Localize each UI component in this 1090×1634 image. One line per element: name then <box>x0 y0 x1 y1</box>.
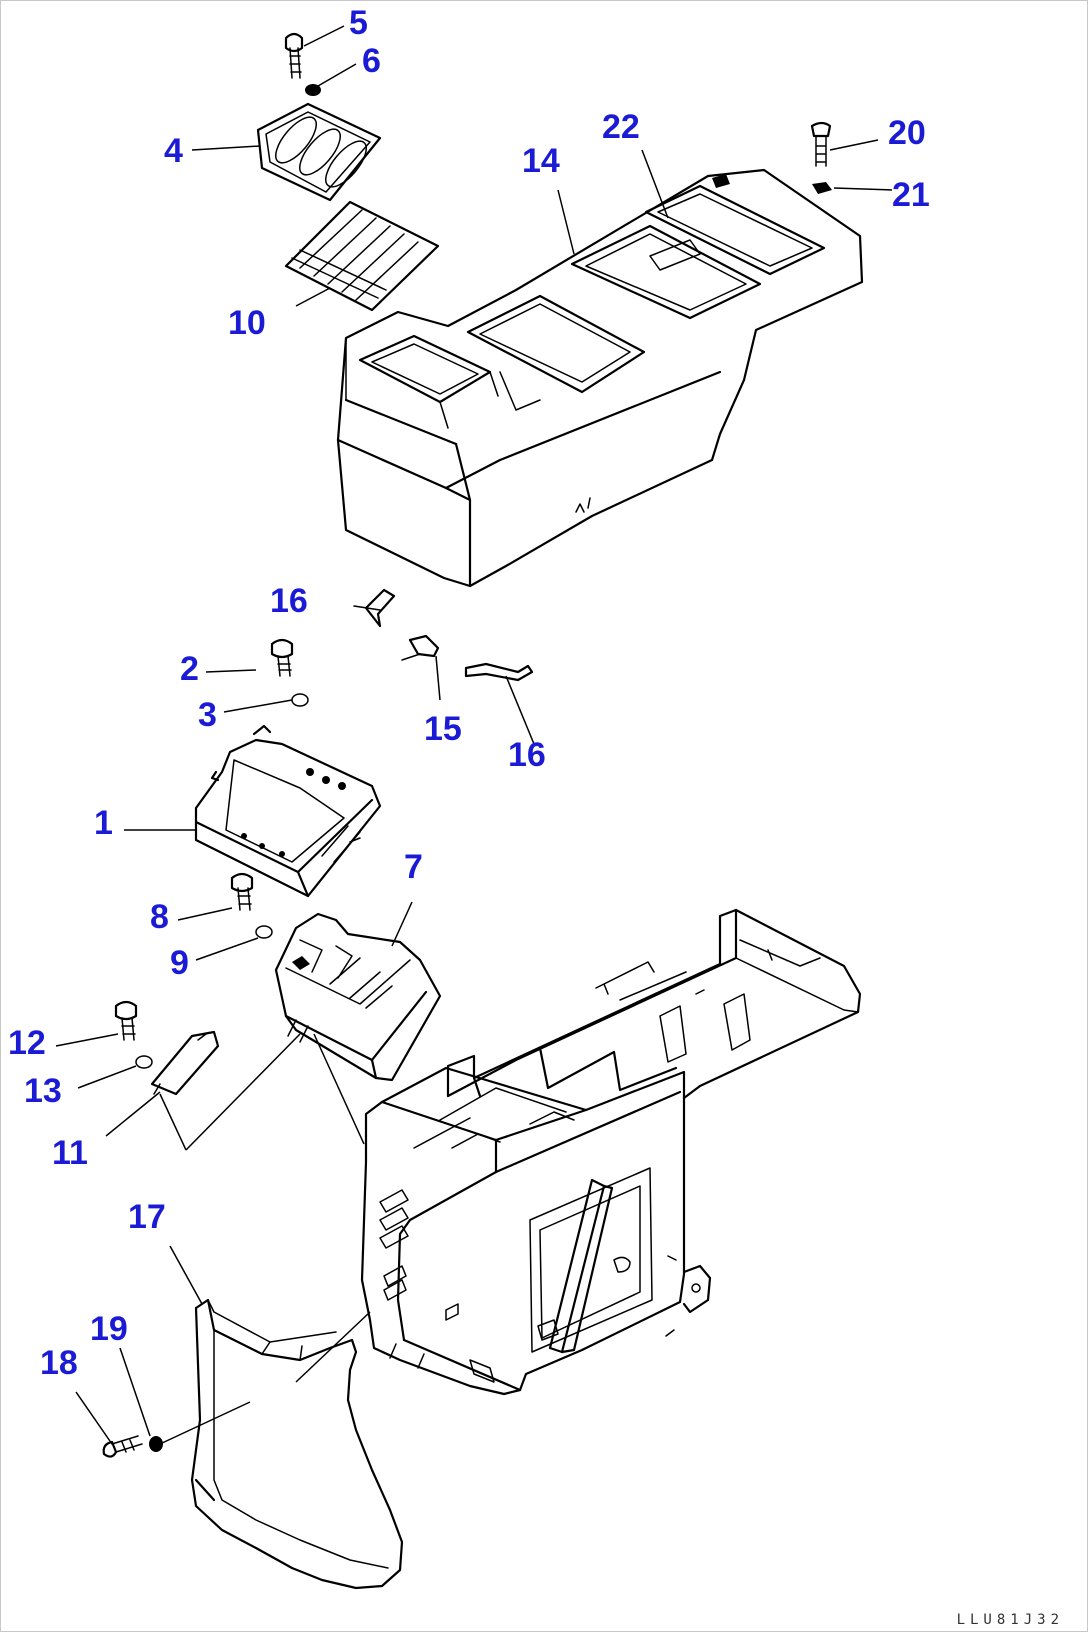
console-frame-stand <box>360 908 862 1396</box>
callout-10: 10 <box>228 304 266 342</box>
part-18-bolt <box>102 1435 143 1458</box>
part-19-washer <box>149 1436 163 1452</box>
part-12-bolt <box>114 1000 138 1041</box>
callout-19: 19 <box>90 1310 128 1348</box>
part-5-bolt <box>284 32 304 79</box>
part-10-gasket <box>284 200 440 312</box>
callout-20: 20 <box>888 114 926 152</box>
part-3-washer <box>291 693 309 707</box>
leader-lines <box>55 25 893 1445</box>
callout-21: 21 <box>892 176 930 214</box>
callout-5: 5 <box>349 4 368 42</box>
part-7-switch-box <box>274 912 442 1082</box>
callout-1: 1 <box>94 804 113 842</box>
callout-8: 8 <box>150 898 169 936</box>
part-17-side-cover <box>190 1298 404 1590</box>
callout-12: 12 <box>8 1024 46 1062</box>
callout-3: 3 <box>198 696 217 734</box>
callout-6: 6 <box>362 42 381 80</box>
part-11-bracket <box>150 1030 220 1096</box>
part-20-bolt <box>810 121 832 167</box>
part-16-clip-upper <box>353 588 396 628</box>
drawing-code: LLU81J32 <box>956 1612 1064 1628</box>
callout-11: 11 <box>52 1134 88 1172</box>
part-15-clip <box>401 634 440 661</box>
part-1-bracket <box>194 724 382 898</box>
callout-4: 4 <box>164 132 183 170</box>
part-8-bolt <box>230 872 254 911</box>
callout-7: 7 <box>404 848 423 886</box>
callout-16-lower: 16 <box>508 736 546 774</box>
callout-18: 18 <box>40 1344 78 1382</box>
part-2-bolt <box>270 638 294 677</box>
callout-9: 9 <box>170 944 189 982</box>
callout-13: 13 <box>24 1072 62 1110</box>
part-6-washer <box>305 84 321 96</box>
part-9-washer <box>255 925 273 939</box>
callout-22: 22 <box>602 108 640 146</box>
callout-15: 15 <box>424 710 462 748</box>
callout-16-upper: 16 <box>270 582 308 620</box>
callout-17: 17 <box>128 1198 166 1236</box>
part-21-nut <box>812 182 832 194</box>
part-13-washer <box>135 1055 153 1069</box>
callout-14: 14 <box>522 142 560 180</box>
part-14-console-box <box>336 168 864 588</box>
callout-2: 2 <box>180 650 199 688</box>
part-4-cover-plate <box>256 102 382 202</box>
part-16-clip-lower <box>464 662 534 682</box>
